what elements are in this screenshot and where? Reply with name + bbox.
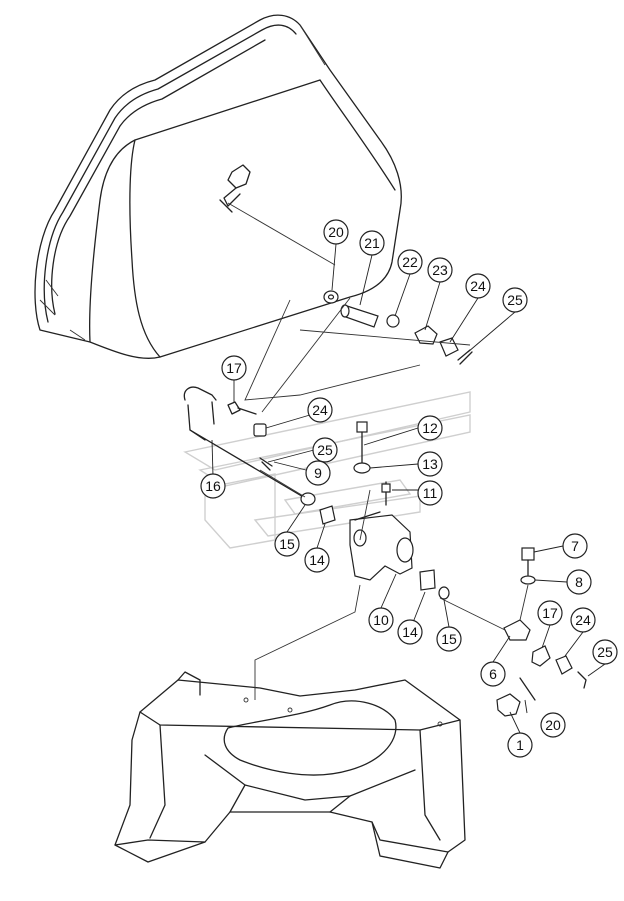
callout-25-top: 25 (502, 287, 528, 313)
leader-lines (211, 243, 606, 734)
svg-text:15: 15 (279, 536, 295, 552)
svg-text:24: 24 (470, 278, 486, 294)
callout-15-left: 15 (274, 531, 300, 557)
callout-20-top: 20 (323, 219, 349, 245)
assembly-lines (227, 202, 529, 700)
svg-text:20: 20 (328, 224, 344, 240)
svg-text:25: 25 (597, 644, 613, 660)
svg-text:12: 12 (422, 420, 438, 436)
svg-text:17: 17 (542, 605, 558, 621)
callout-17-right: 17 (537, 600, 563, 626)
callout-1: 1 (507, 732, 533, 758)
callout-23: 23 (427, 257, 453, 283)
callout-21: 21 (359, 230, 385, 256)
callout-11: 11 (417, 480, 443, 506)
callout-9: 9 (305, 460, 331, 486)
lower-right-hardware (496, 547, 587, 717)
callout-20-bottom: 20 (540, 712, 566, 738)
svg-text:8: 8 (575, 574, 583, 590)
callout-24-right: 24 (570, 607, 596, 633)
callout-25-mid: 25 (312, 437, 338, 463)
cushion-lever (219, 164, 251, 213)
svg-text:24: 24 (312, 402, 328, 418)
svg-text:1: 1 (516, 737, 524, 753)
svg-text:11: 11 (423, 485, 438, 501)
callout-24-mid: 24 (307, 397, 333, 423)
svg-text:14: 14 (309, 552, 325, 568)
svg-text:15: 15 (441, 631, 457, 647)
callout-16: 16 (200, 473, 226, 499)
svg-text:24: 24 (575, 612, 591, 628)
hinge-block (349, 511, 414, 581)
svg-text:14: 14 (402, 624, 418, 640)
svg-text:6: 6 (489, 666, 497, 682)
callout-12: 12 (417, 415, 443, 441)
slide-bracket (183, 386, 336, 525)
lower-bushing (419, 569, 450, 600)
seat-cushion (34, 14, 402, 359)
svg-text:20: 20 (545, 717, 561, 733)
upper-hardware (323, 290, 473, 365)
callout-13: 13 (417, 451, 443, 477)
callout-7: 7 (562, 533, 588, 559)
callout-24-top: 24 (465, 273, 491, 299)
svg-text:7: 7 (571, 538, 579, 554)
svg-text:21: 21 (364, 235, 380, 251)
callout-10: 10 (368, 607, 394, 633)
svg-text:13: 13 (422, 456, 438, 472)
callout-14-left: 14 (304, 547, 330, 573)
callout-8: 8 (566, 569, 592, 595)
seat-base-frame (114, 671, 466, 869)
svg-text:9: 9 (314, 465, 322, 481)
center-fasteners (353, 421, 391, 506)
svg-text:10: 10 (373, 612, 389, 628)
callout-22: 22 (397, 249, 423, 275)
callout-14-right: 14 (397, 619, 423, 645)
svg-text:23: 23 (432, 262, 448, 278)
svg-text:17: 17 (226, 360, 242, 376)
callout-17-left: 17 (221, 355, 247, 381)
callout-15-right: 15 (436, 626, 462, 652)
callout-6: 6 (480, 661, 506, 687)
svg-text:16: 16 (205, 478, 221, 494)
callout-25-right: 25 (592, 639, 618, 665)
svg-text:25: 25 (507, 292, 523, 308)
svg-text:25: 25 (317, 442, 333, 458)
svg-text:22: 22 (402, 254, 418, 270)
